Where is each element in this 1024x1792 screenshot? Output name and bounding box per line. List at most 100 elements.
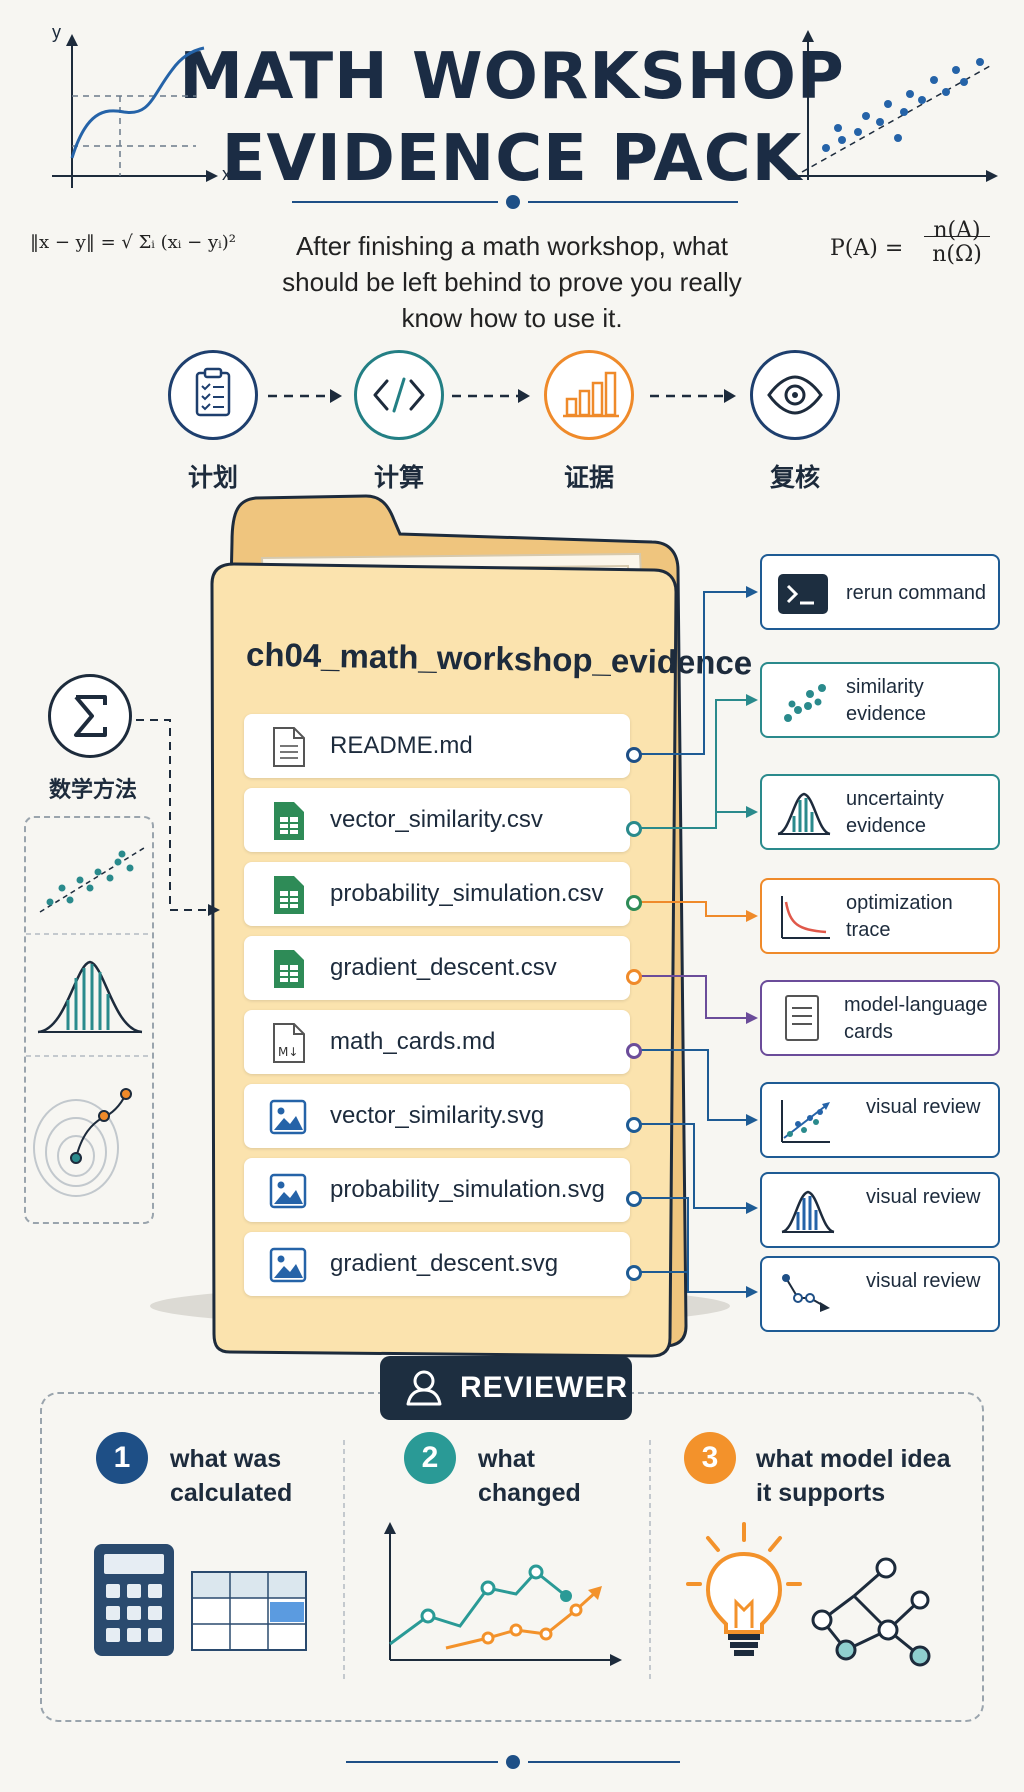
document-icon xyxy=(273,727,305,767)
lightbulb-icon xyxy=(686,1522,931,1667)
step-compute xyxy=(354,350,444,440)
eye-icon xyxy=(767,375,823,415)
step-plan xyxy=(168,350,258,440)
step-review xyxy=(750,350,840,440)
evidence-label: visual review xyxy=(866,1096,981,1118)
file-row-probability-simulation-svg[interactable]: probability_simulation.svg xyxy=(244,1158,630,1222)
file-name: gradient_descent.csv xyxy=(330,954,557,981)
gradient-contour-icon xyxy=(33,1088,132,1197)
connector-dot xyxy=(626,1191,642,1207)
svg-text:M↓: M↓ xyxy=(278,1045,298,1059)
file-row-vector-similarity-csv[interactable]: vector_similarity.csv xyxy=(244,788,630,852)
title-line-2: EVIDENCE PACK xyxy=(221,122,803,196)
image-icon xyxy=(269,1173,307,1209)
file-row-readme[interactable]: README.md xyxy=(244,714,630,778)
evidence-uncertainty[interactable]: uncertainty evidence xyxy=(760,774,1000,850)
connector-dot xyxy=(626,969,642,985)
connector-dot xyxy=(626,821,642,837)
step-label-review: 复核 xyxy=(769,464,820,492)
file-row-gradient-descent-csv[interactable]: gradient_descent.csv xyxy=(244,936,630,1000)
bar-chart-icon xyxy=(563,371,619,418)
sigma-icon xyxy=(48,674,132,758)
file-row-vector-similarity-svg[interactable]: vector_similarity.svg xyxy=(244,1084,630,1148)
scatter-plot-icon xyxy=(781,1100,830,1143)
file-row-math-cards-md[interactable]: M↓ math_cards.md xyxy=(244,1010,630,1074)
image-icon xyxy=(269,1099,307,1135)
question-number-2: 2 xyxy=(404,1432,456,1484)
question-text-2: what changed xyxy=(478,1445,581,1507)
clipboard-checklist-icon xyxy=(195,367,231,417)
axis-y-label: y xyxy=(52,22,61,42)
evidence-similarity[interactable]: similarity evidence xyxy=(760,662,1000,738)
evidence-model-language-cards[interactable]: model-language cards xyxy=(760,980,1000,1056)
reviewer-badge-label: REVIEWER xyxy=(460,1371,629,1404)
file-name: probability_simulation.svg xyxy=(330,1176,605,1203)
file-name: math_cards.md xyxy=(330,1028,496,1055)
bell-curve-icon xyxy=(777,792,831,836)
probability-formula-denominator: n(Ω) xyxy=(932,242,982,267)
connector-dot xyxy=(626,1265,642,1281)
evidence-label: optimization trace xyxy=(846,892,953,941)
evidence-visual-review-2[interactable]: visual review xyxy=(760,1172,1000,1248)
file-name: README.md xyxy=(330,732,473,759)
scatter-dots-icon xyxy=(784,684,826,722)
spreadsheet-icon xyxy=(274,802,304,840)
question-text-3: what model idea it supports xyxy=(756,1445,951,1507)
evidence-label: uncertainty evidence xyxy=(846,788,944,837)
probability-formula-lhs: P(A) = xyxy=(830,236,904,261)
connector-lines xyxy=(636,586,758,1298)
page-title: MATH WORKSHOP EVIDENCE PACK xyxy=(0,36,1024,200)
calculator-icon xyxy=(94,1544,307,1656)
step-label-plan: 计划 xyxy=(187,464,238,492)
methods-panel xyxy=(24,816,154,1224)
footer-divider xyxy=(346,1755,680,1769)
table-grid-icon xyxy=(191,1571,307,1651)
evidence-optimization-trace[interactable]: optimization trace xyxy=(760,878,1000,954)
evidence-label: similarity evidence xyxy=(846,676,927,725)
methods-label: 数学方法 xyxy=(48,777,137,802)
person-icon xyxy=(406,1370,442,1406)
question-number-1: 1 xyxy=(96,1432,148,1484)
step-evidence xyxy=(544,350,634,440)
probability-formula-numerator: n(A) xyxy=(933,218,981,243)
connector-dot xyxy=(626,1043,642,1059)
terminal-icon xyxy=(778,574,828,614)
reviewer-badge: REVIEWER xyxy=(380,1356,632,1420)
step-label-evidence: 证据 xyxy=(563,464,614,492)
question-number-3: 3 xyxy=(684,1432,736,1484)
methods-connector xyxy=(136,719,220,916)
bell-curve-icon xyxy=(37,960,143,1034)
header-decorations xyxy=(52,30,998,209)
axis-x-label: x xyxy=(222,164,231,184)
connector-dot xyxy=(626,895,642,911)
descent-path-icon xyxy=(782,1274,830,1312)
bell-curve-icon xyxy=(781,1190,835,1234)
scatter-trend-icon xyxy=(39,847,145,913)
network-graph-icon xyxy=(811,1557,931,1667)
file-name: probability_simulation.csv xyxy=(330,880,604,907)
connector-dot xyxy=(626,747,642,763)
evidence-visual-review-3[interactable]: visual review xyxy=(760,1256,1000,1332)
spreadsheet-icon xyxy=(274,950,304,988)
evidence-label: visual review xyxy=(866,1270,981,1292)
file-name: gradient_descent.svg xyxy=(330,1250,559,1277)
spreadsheet-icon xyxy=(274,876,304,914)
decay-curve-icon xyxy=(781,896,830,939)
subtitle: After finishing a math workshop, what sh… xyxy=(282,231,742,333)
evidence-visual-review-1[interactable]: visual review xyxy=(760,1082,1000,1158)
question-text-1: what was calculated xyxy=(170,1445,293,1507)
file-row-probability-simulation-csv[interactable]: probability_simulation.csv xyxy=(244,862,630,926)
line-chart-icon xyxy=(384,1522,622,1666)
function-plot-icon xyxy=(52,34,218,188)
file-row-gradient-descent-svg[interactable]: gradient_descent.svg xyxy=(244,1232,630,1296)
distance-formula: ‖x − y‖ = √ Σᵢ (xᵢ − yᵢ)² xyxy=(30,232,236,253)
reviewer-dividers xyxy=(343,1440,651,1680)
evidence-rerun-command[interactable]: rerun command xyxy=(760,554,1000,630)
evidence-label: rerun command xyxy=(846,582,987,604)
title-line-1: MATH WORKSHOP xyxy=(179,40,845,114)
step-label-compute: 计算 xyxy=(373,464,424,492)
step-arrows xyxy=(268,389,736,403)
file-name: vector_similarity.svg xyxy=(330,1102,545,1129)
connector-dot xyxy=(626,1117,642,1133)
image-icon xyxy=(269,1247,307,1283)
